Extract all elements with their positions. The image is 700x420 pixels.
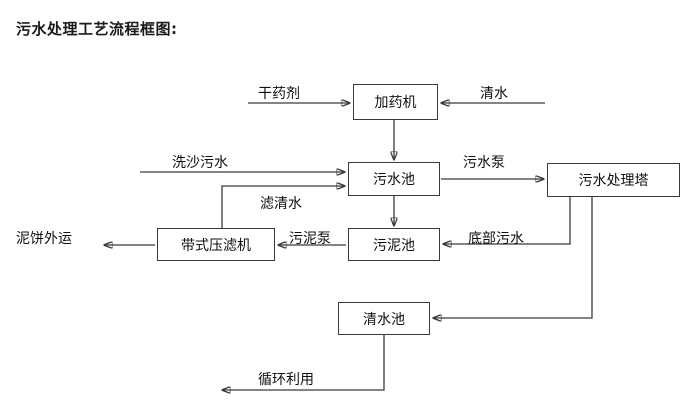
edge-label-sludge-pump: 污泥泵 — [289, 231, 331, 247]
node-label: 清水池 — [363, 311, 405, 328]
node-sewage-pool[interactable]: 污水池 — [348, 162, 440, 196]
edge-label-bottom-sewage: 底部污水 — [468, 231, 524, 247]
node-label: 加药机 — [374, 95, 417, 111]
edge-filtered-water — [221, 186, 345, 228]
edge-recycle-use — [222, 335, 385, 390]
edge-label-sewage-pump: 污水泵 — [463, 155, 505, 171]
node-treatment-tower[interactable]: 污水处理塔 — [547, 163, 680, 197]
edge-label-mud-cake-out: 泥饼外运 — [16, 231, 72, 247]
edge-label-recycle-use: 循环利用 — [258, 372, 314, 388]
page-title: 污水处理工艺流程框图: — [16, 20, 178, 38]
node-dosing-machine[interactable]: 加药机 — [353, 84, 438, 120]
edge-label-clean-water-in: 清水 — [480, 86, 508, 102]
node-label: 带式压滤机 — [181, 237, 251, 254]
node-label: 污泥池 — [373, 237, 415, 254]
node-label: 污水处理塔 — [578, 173, 649, 189]
node-belt-press[interactable]: 带式压滤机 — [157, 228, 275, 261]
edge-tower-to-clear-water — [433, 197, 593, 318]
edge-label-filtered-water: 滤清水 — [260, 196, 302, 212]
edge-bottom-sewage — [443, 197, 571, 244]
node-sludge-pool[interactable]: 污泥池 — [348, 228, 440, 261]
node-clear-water-pool[interactable]: 清水池 — [338, 302, 430, 335]
node-label: 污水池 — [373, 172, 415, 188]
edge-label-dry-chemical: 干药剂 — [258, 86, 300, 102]
edge-label-sand-wash-water: 洗沙污水 — [172, 155, 228, 171]
